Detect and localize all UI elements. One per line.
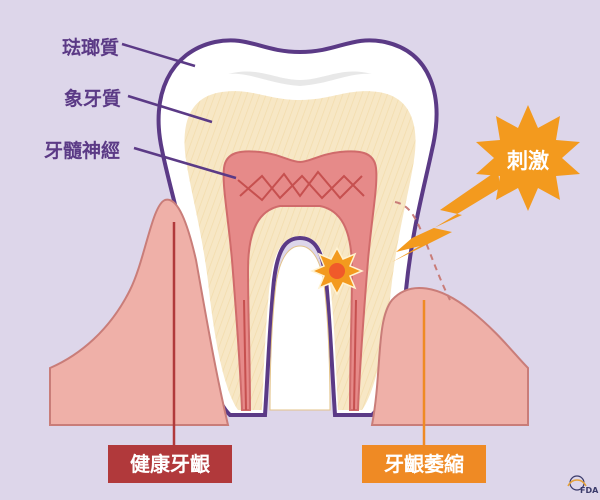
- pain-center: [329, 263, 345, 279]
- fda-logo-text: FDA: [580, 486, 599, 495]
- pulp-nerves: [237, 170, 363, 202]
- healthy-gum-tag: 健康牙齦: [130, 452, 210, 476]
- leader-pulp: [133, 146, 237, 180]
- lightning-bolt-icon: [392, 170, 500, 262]
- gum-tissue-recession: [370, 286, 529, 426]
- pulp-canal-lines: [243, 299, 357, 411]
- leader-enamel: [121, 42, 196, 68]
- previous-gum-line: [394, 201, 451, 301]
- recession-tag: 牙齦萎縮: [384, 452, 464, 476]
- root-cavity: [269, 245, 331, 411]
- gum-tissue: [49, 198, 230, 426]
- enamel-highlight: [228, 71, 372, 86]
- pulp-nerves-cross: [239, 174, 365, 200]
- stimulus-burst-icon: [476, 105, 580, 211]
- recession-tag-bg: [362, 445, 486, 483]
- healthy-gum-tag-bg: [108, 445, 232, 483]
- label-dentin: 象牙質: [64, 88, 122, 110]
- label-pulp: 牙髓神經: [44, 140, 121, 162]
- label-stimulus: 刺激: [507, 149, 549, 173]
- leader-dentin: [127, 94, 213, 124]
- fda-logo-arc: [567, 479, 587, 487]
- label-enamel: 琺瑯質: [62, 37, 120, 59]
